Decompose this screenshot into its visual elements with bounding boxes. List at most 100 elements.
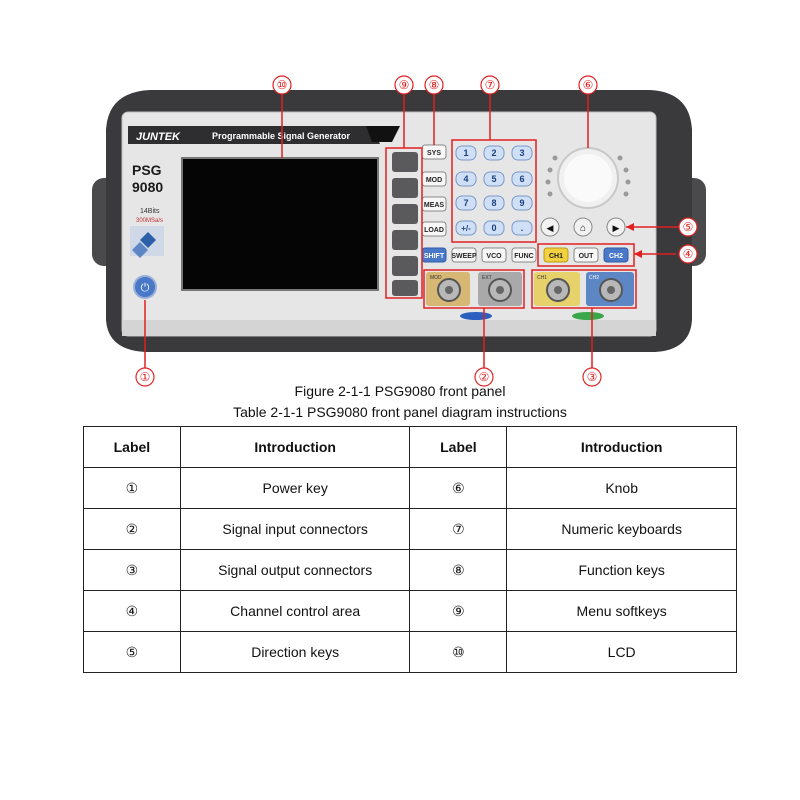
ch1-key[interactable] <box>543 247 569 263</box>
callout-1: ① <box>140 370 151 384</box>
channel-area-outline <box>537 243 635 267</box>
ch1-connector-label: CH1 <box>537 275 547 281</box>
numpad-key-5[interactable] <box>483 171 505 187</box>
brand-banner <box>128 126 380 144</box>
callout-10: ⑩ <box>277 78 288 92</box>
table-row: ① Power key ⑥ Knob <box>83 467 737 509</box>
func-key-label: FUNC <box>514 253 533 260</box>
out-key-label: OUT <box>579 253 595 260</box>
meas-key-label: MEAS <box>424 202 445 209</box>
label-cell: ③ <box>83 549 181 591</box>
spec-bits: 14Bits <box>140 208 160 215</box>
numeric-keypad-outline <box>451 139 537 243</box>
vco-key-label: VCO <box>486 253 502 260</box>
svg-text:0: 0 <box>491 223 496 233</box>
label-cell: ⑦ <box>409 508 508 550</box>
model-number: 9080 <box>132 179 163 195</box>
numpad-key-6[interactable] <box>511 171 533 187</box>
numpad-key-1[interactable] <box>455 145 477 161</box>
menu-softkeys <box>392 152 418 296</box>
left-arrow-icon: ◀ <box>547 223 554 233</box>
numpad-key-7[interactable] <box>455 195 477 211</box>
svg-text:5: 5 <box>491 174 496 184</box>
callout-7: ⑦ <box>485 78 496 92</box>
label-cell: ⑧ <box>409 549 508 591</box>
softkey-4[interactable] <box>392 230 418 250</box>
numpad-key-dot[interactable] <box>511 220 533 236</box>
mod-connector-label: MOD <box>430 275 442 281</box>
label-cell: ② <box>83 508 181 550</box>
introduction-cell: Function keys <box>506 549 737 591</box>
left-arrow-key[interactable] <box>540 217 560 237</box>
home-icon: ⌂ <box>580 223 586 234</box>
output-badge <box>572 312 604 320</box>
callout-6: ⑥ <box>583 78 594 92</box>
introduction-cell: Power key <box>179 467 411 509</box>
numpad-key-0[interactable] <box>483 220 505 236</box>
numpad-key-sign[interactable] <box>455 220 477 236</box>
introduction-cell: Knob <box>506 467 737 509</box>
header-introduction-2: Introduction <box>506 426 737 468</box>
numpad-key-2[interactable] <box>483 145 505 161</box>
svg-text:8: 8 <box>491 198 496 208</box>
header-label-2: Label <box>409 426 508 468</box>
callout-8: ⑧ <box>429 78 440 92</box>
output-connectors-outline <box>531 269 637 309</box>
func-key[interactable] <box>511 247 537 263</box>
out-key[interactable] <box>573 247 599 263</box>
right-arrow-key[interactable] <box>606 217 626 237</box>
header-label-1: Label <box>83 426 181 468</box>
right-arrow-icon: ▶ <box>613 223 620 233</box>
brand-logo: JUNTEK <box>136 131 181 143</box>
ch2-key[interactable] <box>603 247 629 263</box>
svg-text:3: 3 <box>519 148 524 158</box>
softkey-2[interactable] <box>392 178 418 198</box>
numpad-key-3[interactable] <box>511 145 533 161</box>
callout-leaders <box>144 94 680 368</box>
instructions-table: Label Introduction Label Introduction ① … <box>83 426 737 673</box>
callout-2: ② <box>479 370 490 384</box>
shift-key-label: SHIFT <box>424 253 445 260</box>
svg-text:7: 7 <box>463 198 468 208</box>
label-cell: ⑤ <box>83 631 181 673</box>
callout-9: ⑨ <box>399 78 410 92</box>
svg-text:6: 6 <box>519 174 524 184</box>
spec-rate: 300MSa/s <box>136 218 163 224</box>
introduction-cell: Direction keys <box>179 631 411 673</box>
softkey-6[interactable] <box>392 280 418 296</box>
numpad-key-4[interactable] <box>455 171 477 187</box>
callout-4: ④ <box>683 247 694 261</box>
sys-key-label: SYS <box>427 150 441 157</box>
numpad-key-8[interactable] <box>483 195 505 211</box>
label-cell: ④ <box>83 590 181 632</box>
svg-text:.: . <box>521 223 524 233</box>
mod-key-label: MOD <box>426 177 442 184</box>
svg-text:2: 2 <box>491 148 496 158</box>
load-key-label: LOAD <box>424 227 444 234</box>
home-key[interactable] <box>573 217 593 237</box>
introduction-cell: Numeric keyboards <box>506 508 737 550</box>
vco-key[interactable] <box>481 247 507 263</box>
table-row: ② Signal input connectors ⑦ Numeric keyb… <box>83 508 737 550</box>
power-key[interactable] <box>133 275 157 299</box>
table-row: ③ Signal output connectors ⑧ Function ke… <box>83 549 737 591</box>
introduction-cell: LCD <box>506 631 737 673</box>
svg-text:9: 9 <box>519 198 524 208</box>
numpad-key-9[interactable] <box>511 195 533 211</box>
ch2-connector-label: CH2 <box>589 275 599 281</box>
introduction-cell: Signal output connectors <box>179 549 411 591</box>
label-cell: ⑥ <box>409 467 508 509</box>
ch1-key-label: CH1 <box>549 253 563 260</box>
power-icon: ⏻ <box>141 282 150 294</box>
table-row: ⑤ Direction keys ⑩ LCD <box>83 631 737 673</box>
sweep-key[interactable] <box>451 247 477 263</box>
introduction-cell: Menu softkeys <box>506 590 737 632</box>
svg-text:4: 4 <box>463 174 468 184</box>
model-name: PSG <box>132 162 162 178</box>
label-cell: ⑨ <box>409 590 508 632</box>
softkey-5[interactable] <box>392 256 418 276</box>
softkey-1[interactable] <box>392 152 418 172</box>
softkey-3[interactable] <box>392 204 418 224</box>
svg-text:1: 1 <box>463 148 468 158</box>
svg-text:+/-: +/- <box>461 224 471 233</box>
